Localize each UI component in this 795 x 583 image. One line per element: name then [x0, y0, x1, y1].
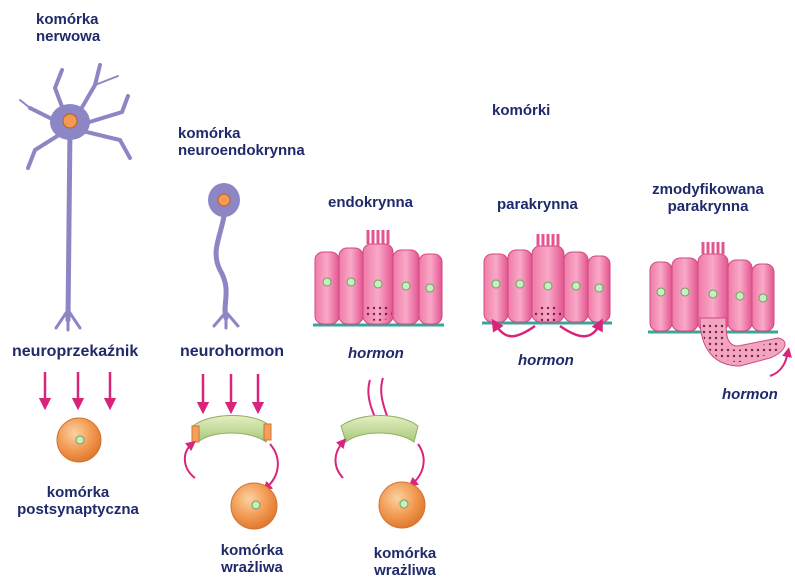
dendrite: [20, 100, 30, 108]
label-line: komórka: [8, 484, 148, 501]
neuroendocrine-cell: [214, 210, 238, 328]
paracrine-arrow-right: [560, 324, 600, 336]
label-line: wrażliwa: [212, 559, 292, 576]
neuron-nucleus: [63, 114, 77, 128]
cell-nucleus: [402, 282, 410, 290]
epithelial-cell: [315, 252, 339, 324]
neuroendo-nucleus: [218, 194, 230, 206]
endocrine-epithelium: [313, 230, 444, 325]
hormone-label-endocrine: hormon: [348, 345, 404, 362]
vessel-end: [264, 424, 271, 440]
cell-nucleus: [595, 284, 603, 292]
label-line: wrażliwa: [365, 562, 445, 579]
label-line: komórka: [36, 11, 100, 28]
neurotransmitter-label: neuroprzekaźnik: [12, 343, 138, 360]
neurotransmitter-arrows: [45, 372, 110, 404]
secretory-granules: [364, 303, 392, 321]
microvilli: [703, 242, 723, 254]
target-cell-nucleus: [400, 500, 408, 508]
cell-nucleus: [709, 290, 717, 298]
circulation-arrow-in: [185, 444, 195, 478]
cells-header-label: komórki: [492, 102, 550, 119]
label-line: komórka: [365, 545, 445, 562]
neurohormone-label: neurohormon: [180, 343, 284, 360]
cell-nucleus: [759, 294, 767, 302]
cell-nucleus: [347, 278, 355, 286]
target-cell-label-2: komórka wrażliwa: [365, 545, 445, 579]
target-cell-label-1: komórka wrażliwa: [212, 542, 292, 576]
axon: [68, 128, 70, 320]
label-line: neuroendokrynna: [178, 142, 305, 159]
label-line: postsynaptyczna: [8, 501, 148, 518]
postsynaptic-nucleus: [76, 436, 84, 444]
paracrine-label: parakrynna: [497, 196, 578, 213]
blood-vessel: [193, 416, 270, 443]
cell-nucleus: [681, 288, 689, 296]
label-line: komórka: [212, 542, 292, 559]
hormone-label-paracrine: hormon: [518, 352, 574, 369]
modified-paracrine-epithelium: [648, 242, 788, 376]
cell-nucleus: [323, 278, 331, 286]
target-cell-nucleus: [252, 501, 260, 509]
neuroendo-axon: [216, 210, 226, 318]
cell-nucleus: [374, 280, 382, 288]
neurohormone-arrows: [203, 374, 258, 408]
cell-nucleus: [426, 284, 434, 292]
vessel-end: [192, 426, 199, 442]
label-line: komórka: [178, 125, 305, 142]
endocrine-label: endokrynna: [328, 194, 413, 211]
cell-nucleus: [736, 292, 744, 300]
paracrine-arrow-left: [495, 324, 535, 336]
neuroendocrine-cell-label: komórka neuroendokrynna: [178, 125, 305, 159]
circulation-arrow-out: [266, 444, 278, 488]
postsynaptic-cell-label: komórka postsynaptyczna: [8, 484, 148, 518]
circulation-arrow-in: [335, 442, 343, 478]
circulation-arrow-out: [412, 444, 424, 484]
cell-nucleus: [492, 280, 500, 288]
secretory-granules: [533, 306, 563, 322]
cell-nucleus: [657, 288, 665, 296]
modified-paracrine-label: zmodyfikowana parakrynna: [648, 181, 768, 215]
cell-nucleus: [572, 282, 580, 290]
microvilli: [538, 234, 558, 246]
label-line: zmodyfikowana: [648, 181, 768, 198]
blood-vessel: [341, 416, 418, 443]
paracrine-epithelium: [482, 234, 612, 336]
nerve-cell-label: komórka nerwowa: [36, 11, 100, 45]
label-line: parakrynna: [648, 198, 768, 215]
cell-nucleus: [544, 282, 552, 290]
label-line: nerwowa: [36, 28, 100, 45]
microvilli: [368, 230, 388, 244]
hormone-label-modified: hormon: [722, 386, 778, 403]
cell-nucleus: [516, 280, 524, 288]
